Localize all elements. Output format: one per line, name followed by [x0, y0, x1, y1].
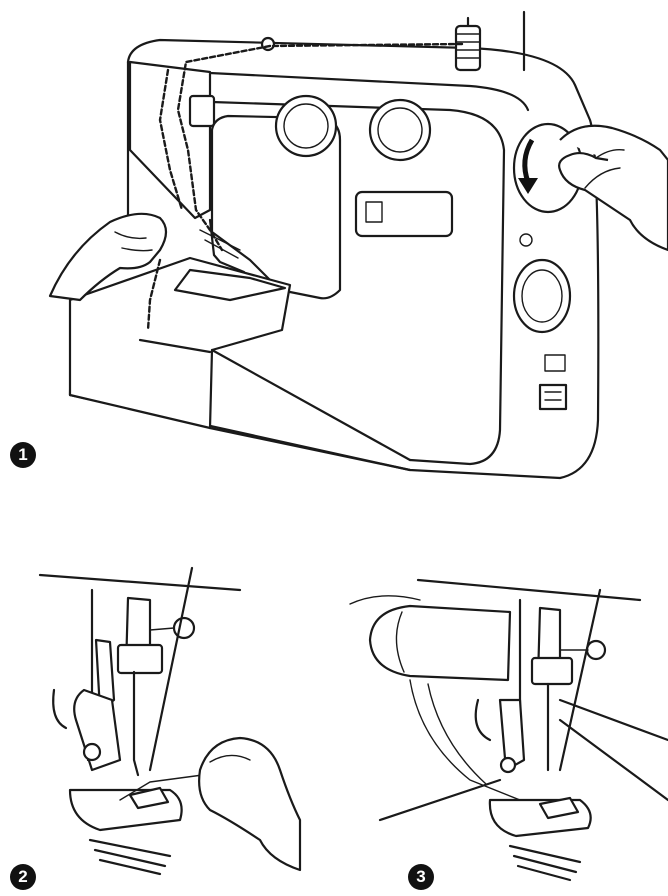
left-hand [48, 212, 168, 302]
right-hand [558, 124, 668, 252]
step-1-illustration [48, 10, 668, 480]
step-marker-1: 1 [10, 442, 36, 468]
needle-closeup-left [38, 566, 242, 876]
step-number: 2 [18, 867, 28, 886]
sewing-machine-body [68, 10, 600, 480]
spool-pin-icon [260, 10, 526, 72]
needle-closeup-right [349, 578, 668, 882]
step-number: 1 [18, 445, 28, 464]
step-marker-2: 2 [10, 864, 36, 890]
handwheel-arrow-icon [518, 138, 538, 194]
step-marker-3: 3 [408, 864, 434, 890]
step-number: 3 [416, 867, 426, 886]
finger-step-2 [198, 736, 302, 872]
